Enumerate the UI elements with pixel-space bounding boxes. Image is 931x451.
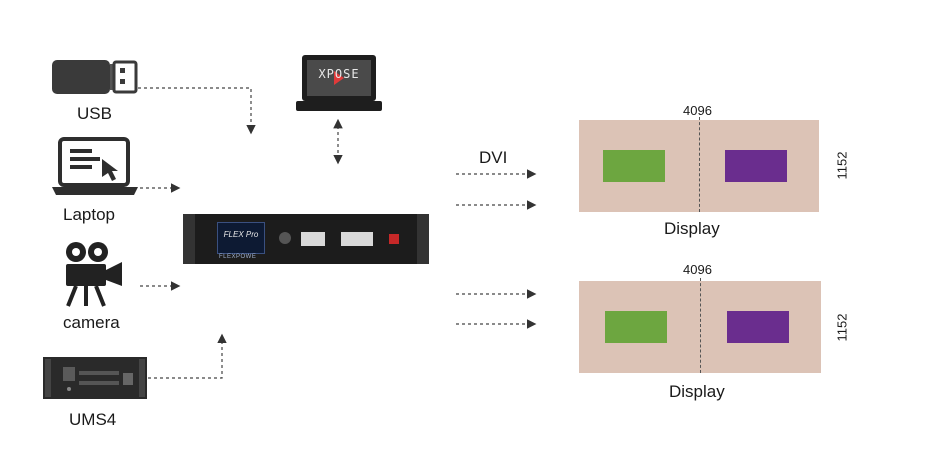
ums-arrow (148, 333, 227, 379)
laptop-icon (52, 137, 138, 195)
display-2-divider (700, 278, 701, 373)
usb-icon (52, 60, 138, 94)
laptop-label: Laptop (63, 205, 115, 224)
display-1-left-window (603, 150, 665, 182)
control-laptop-icon (296, 55, 382, 111)
brand-label: FLEXPOWE (219, 254, 257, 260)
camera-icon (66, 242, 122, 307)
ums4-label: UMS4 (69, 410, 117, 429)
display-2-label: Display (669, 382, 725, 401)
display-2-height: 1152 (834, 313, 850, 342)
video-processor: FLEX Pro FLEXPOWE (183, 214, 429, 264)
display-1-divider (699, 117, 700, 212)
power-button (389, 234, 399, 244)
lcd-screen: FLEX Pro (217, 222, 265, 254)
display-2-left-window (605, 311, 667, 343)
lcd-title: FLEX Pro (223, 230, 259, 239)
camera-label: camera (63, 313, 120, 332)
display-2-width: 4096 (683, 262, 712, 277)
usb-arrow (138, 87, 256, 135)
rotary-knob (279, 232, 291, 244)
rack-ear-left (183, 214, 195, 264)
laptop-screen-logo: XPOSE (318, 67, 360, 81)
display-1-label: Display (664, 219, 720, 238)
display-1-width: 4096 (683, 103, 712, 118)
button-group-2 (341, 232, 373, 246)
display-1-height: 1152 (834, 151, 850, 180)
ums4-icon (43, 357, 147, 399)
display-1-right-window (725, 150, 787, 182)
usb-label: USB (77, 104, 112, 123)
button-group-1 (301, 232, 325, 246)
display-2-right-window (727, 311, 789, 343)
rack-ear-right (417, 214, 429, 264)
dvi-label: DVI (479, 148, 508, 167)
